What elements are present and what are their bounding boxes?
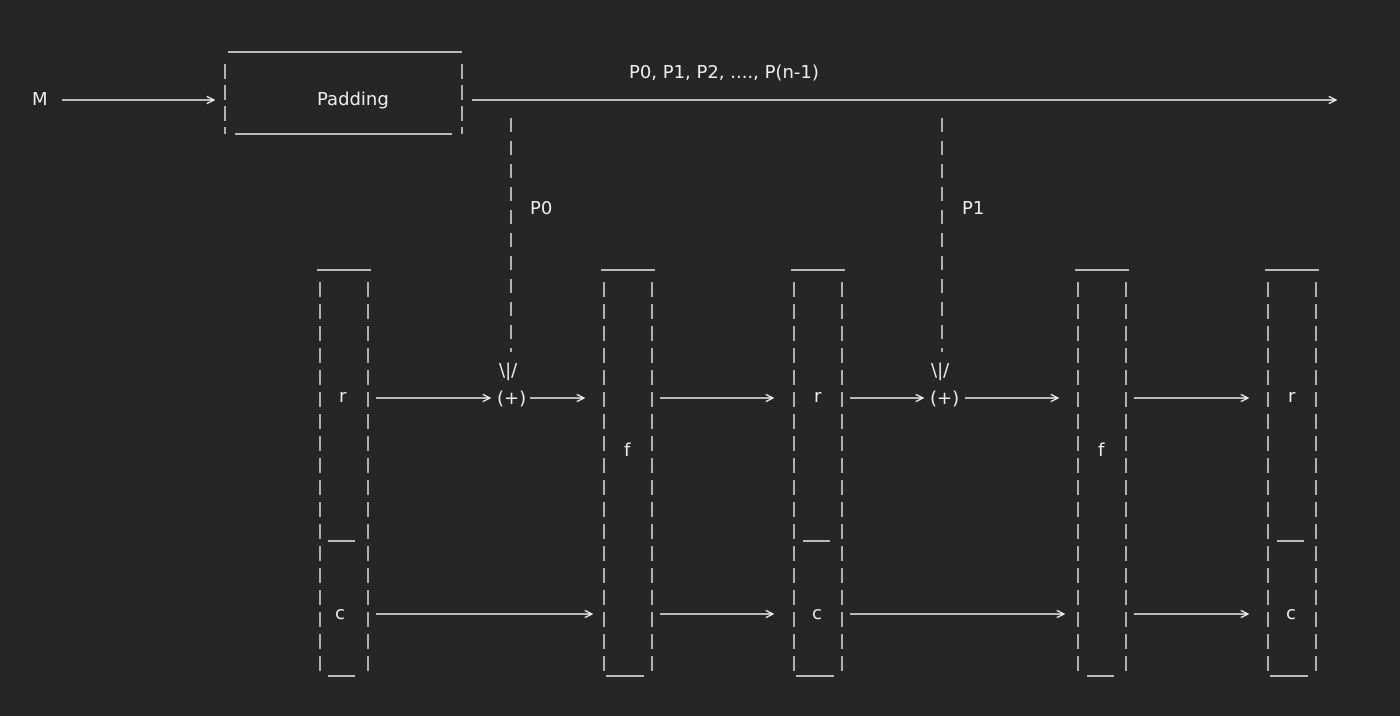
function-f-label-2: f: [1098, 440, 1105, 461]
state-column-1: [317, 269, 371, 678]
state-column-5: [1265, 269, 1319, 678]
padding-label: Padding: [317, 89, 389, 110]
state-column-3: [791, 269, 845, 678]
state-r-label-2: r: [814, 386, 822, 407]
state-c-label-1: c: [335, 603, 345, 624]
state-r-label-1: r: [339, 386, 347, 407]
state-c-label-2: c: [812, 603, 822, 624]
xor-down-arrow-1: \|/: [499, 360, 518, 381]
state-column-2: [601, 269, 655, 678]
padding-box: [224, 51, 463, 135]
blocks-sequence-label: P0, P1, P2, ...., P(n-1): [629, 62, 819, 83]
block-label-p1: P1: [962, 198, 985, 219]
block-label-p0: P0: [530, 198, 553, 219]
xor-symbol-1: (+): [497, 388, 527, 409]
function-f-label-1: f: [624, 440, 631, 461]
state-r-label-3: r: [1288, 386, 1296, 407]
state-column-4: [1075, 269, 1129, 678]
state-c-label-3: c: [1286, 603, 1296, 624]
input-label-m: M: [32, 89, 48, 110]
xor-down-arrow-2: \|/: [931, 360, 950, 381]
xor-symbol-2: (+): [930, 388, 960, 409]
